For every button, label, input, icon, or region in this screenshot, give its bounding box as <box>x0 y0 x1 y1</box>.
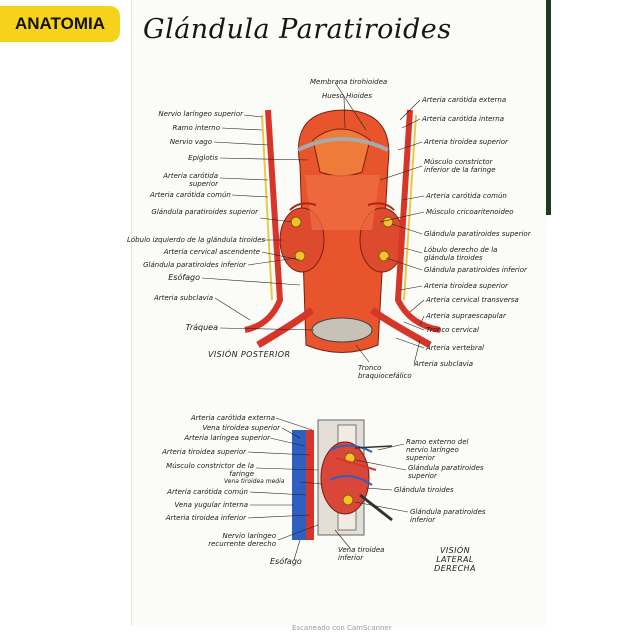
label-lat-arteria-laringea-superior: Arteria laríngea superior <box>184 434 270 442</box>
label-lat-carotida-comun: Arteria carótida común <box>167 488 248 496</box>
label-lat-carotida-externa: Arteria carótida externa <box>190 414 275 422</box>
label-arteria-subclavia-left: Arteria subclavia <box>153 294 213 302</box>
label-traquea: Tráquea <box>185 323 218 332</box>
label-lat-esofago: Esófago <box>270 557 302 566</box>
label-membrana-tirohioidea: Membrana tirohioidea <box>310 78 388 86</box>
label-lat-paratiroides-superior: Glándula paratiroides superior <box>408 464 484 480</box>
page-title: Glándula Paratiroides <box>143 14 452 45</box>
label-lat-ramo-externo: Ramo externo del nervio laríngeo superio… <box>406 438 469 462</box>
caption-vision-lateral: VISIÓN LATERAL DERECHA <box>434 546 476 573</box>
label-paratiroides-inferior-left: Glándula paratiroides inferior <box>143 261 246 269</box>
label-nervio-laringeo-superior: Nervio laríngeo superior <box>158 110 243 118</box>
posterior-view-drawing <box>201 83 441 365</box>
label-tronco-cervical: Tronco cervical <box>426 326 479 334</box>
label-esofago-posterior: Esófago <box>168 273 200 282</box>
label-musculo-constrictor: Músculo constrictor inferior de la farin… <box>424 158 496 174</box>
label-arteria-supraescapular: Arteria supraescapular <box>426 312 506 320</box>
label-ramo-interno: Ramo interno <box>172 124 220 132</box>
label-lat-musculo-constrictor: Músculo constrictor de la faringe <box>166 462 254 478</box>
label-lat-vena-tiroidea-inferior: Vena tiroidea inferior <box>338 546 385 562</box>
label-arteria-carotida-interna: Arteria carótida interna <box>422 115 505 123</box>
label-arteria-carotida-superior: Arteria carótida superior <box>163 172 218 188</box>
label-paratiroides-superior-left: Glándula paratiroides superior <box>151 208 258 216</box>
label-arteria-carotida-externa: Arteria carótida externa <box>422 96 507 104</box>
scanner-watermark: Escaneado con CamScanner <box>292 624 392 632</box>
label-hueso-hioides: Hueso Hioides <box>322 92 372 100</box>
label-arteria-vertebral: Arteria vertebral <box>426 344 484 352</box>
label-lat-vena-tiroidea-media: Vena tiroidea media <box>224 478 285 485</box>
label-lat-glandula-tiroides: Glándula tiroides <box>394 486 454 494</box>
label-arteria-cervical-transversa: Arteria cervical transversa <box>426 296 519 304</box>
label-arteria-tiroidea-superior-2: Arteria tiroidea superior <box>424 282 508 290</box>
label-lobulo-izquierdo: Lóbulo izquierdo de la glándula tiroides <box>127 236 266 244</box>
lateral-view-drawing <box>247 417 409 561</box>
label-lat-arteria-tiroidea-inferior: Arteria tiroidea inferior <box>165 514 246 522</box>
label-lat-arteria-tiroidea-superior: Arteria tiroidea superior <box>162 448 246 456</box>
label-lat-vena-yugular-interna: Vena yugular interna <box>174 501 248 509</box>
label-arteria-tiroidea-superior-1: Arteria tiroidea superior <box>424 138 508 146</box>
label-arteria-carotida-comun-left: Arteria carótida común <box>150 191 231 199</box>
topic-badge: ANATOMIA <box>0 6 120 42</box>
label-paratiroides-inferior-right: Glándula paratiroides inferior <box>424 266 527 274</box>
label-lat-paratiroides-inferior: Glándula paratiroides inferior <box>410 508 486 524</box>
label-lat-vena-tiroidea-superior: Vena tiroidea superior <box>202 424 280 432</box>
label-tronco-braquiocefalico: Tronco braquiocefálico <box>358 364 412 380</box>
label-epiglotis: Epiglotis <box>188 154 218 162</box>
label-paratiroides-superior-right: Glándula paratiroides superior <box>424 230 531 238</box>
page-edge <box>546 0 551 215</box>
caption-vision-posterior: VISIÓN POSTERIOR <box>208 350 291 359</box>
label-arteria-subclavia-right: Arteria subclavia <box>414 360 474 368</box>
label-arteria-cervical-ascendente: Arteria cervical ascendente <box>163 248 260 256</box>
label-nervio-vago: Nervio vago <box>169 138 212 146</box>
label-musculo-cricoaritenoideo: Músculo cricoaritenoideo <box>426 208 514 216</box>
label-lat-nervio-laringeo-recurrente: Nervio laríngeo recurrente derecho <box>208 532 276 548</box>
label-arteria-carotida-comun-right: Arteria carótida común <box>426 192 507 200</box>
label-lobulo-derecho: Lóbulo derecho de la glándula tiroides <box>424 246 498 262</box>
